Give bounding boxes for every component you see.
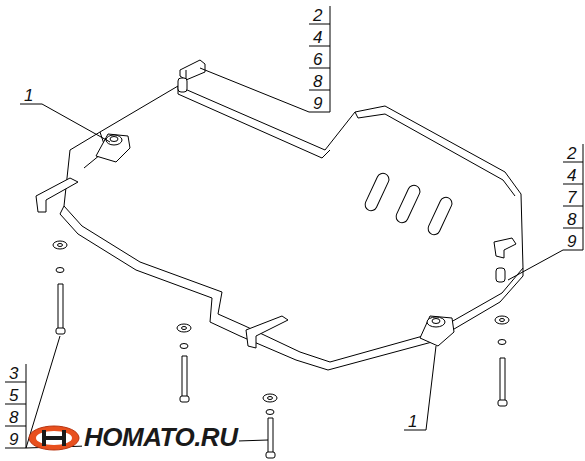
callout-number: 9: [567, 233, 576, 250]
callout-number: 9: [313, 95, 322, 112]
watermark-logo: [29, 426, 79, 450]
callout-number: 3: [9, 365, 18, 382]
mount-point: [96, 134, 454, 346]
watermark: HOMATO.RU: [82, 424, 239, 450]
skid-plate: [64, 86, 523, 362]
washer: [53, 241, 509, 415]
callout-number: 1: [408, 413, 417, 430]
vent-slots: [363, 171, 454, 236]
plate-flange: [60, 206, 523, 370]
bolt: [56, 284, 507, 458]
callout-number: 2: [313, 7, 322, 24]
callout-number: 2: [567, 145, 576, 162]
callout-number: 8: [567, 211, 576, 228]
plate-edge-line: [178, 86, 515, 196]
callout-number: 8: [9, 409, 18, 426]
mounting-bracket: [36, 60, 516, 348]
callout-number: 8: [313, 73, 322, 90]
callout-number: 9: [9, 431, 18, 448]
callout-stack-lines: [5, 6, 583, 448]
callout-number: 5: [9, 387, 18, 404]
callout-number: 1: [24, 87, 33, 104]
callout-number: 4: [567, 167, 576, 184]
callout-number: 6: [313, 51, 322, 68]
callout-number: 7: [567, 189, 576, 206]
callout-number: 4: [313, 29, 322, 46]
